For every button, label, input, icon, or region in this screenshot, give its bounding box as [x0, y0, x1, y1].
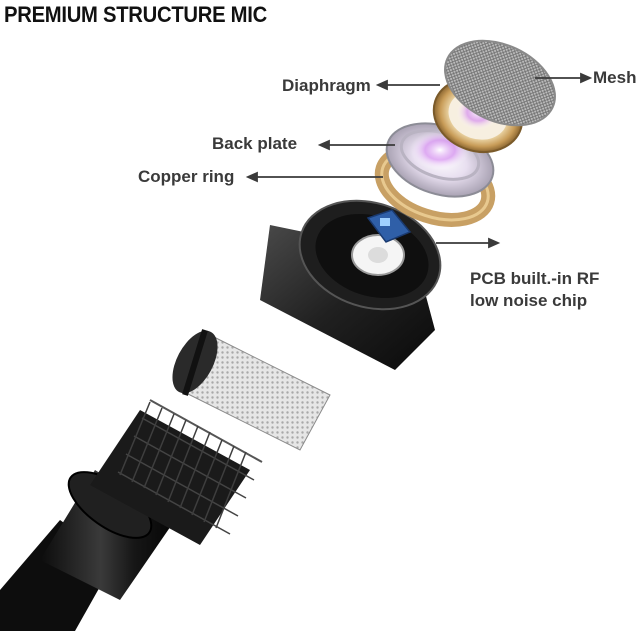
label-pcb-line1: PCB built.-in RF	[470, 269, 600, 288]
label-back-plate: Back plate	[212, 134, 298, 153]
arrow-copper-ring	[245, 171, 383, 183]
mesh-disc	[444, 39, 556, 127]
arrow-mesh	[535, 72, 593, 84]
arrow-diaphragm	[375, 79, 440, 91]
label-copper-ring: Copper ring	[138, 167, 235, 186]
arrow-back-plate	[317, 139, 395, 151]
grill-cylinder	[172, 329, 331, 451]
label-pcb-line2: low noise chip	[470, 291, 588, 310]
mic-head-cap	[260, 199, 442, 370]
page-title: PREMIUM STRUCTURE MIC	[4, 2, 267, 27]
arrow-pcb	[436, 237, 501, 249]
leader-lines	[245, 72, 593, 249]
label-mesh: Mesh	[593, 68, 637, 87]
knurled-collar	[90, 399, 263, 545]
label-pcb-chip: PCB built.-in RF low noise chip	[470, 268, 599, 312]
label-diaphragm: Diaphragm	[282, 76, 371, 95]
pcb-chip	[366, 209, 412, 243]
